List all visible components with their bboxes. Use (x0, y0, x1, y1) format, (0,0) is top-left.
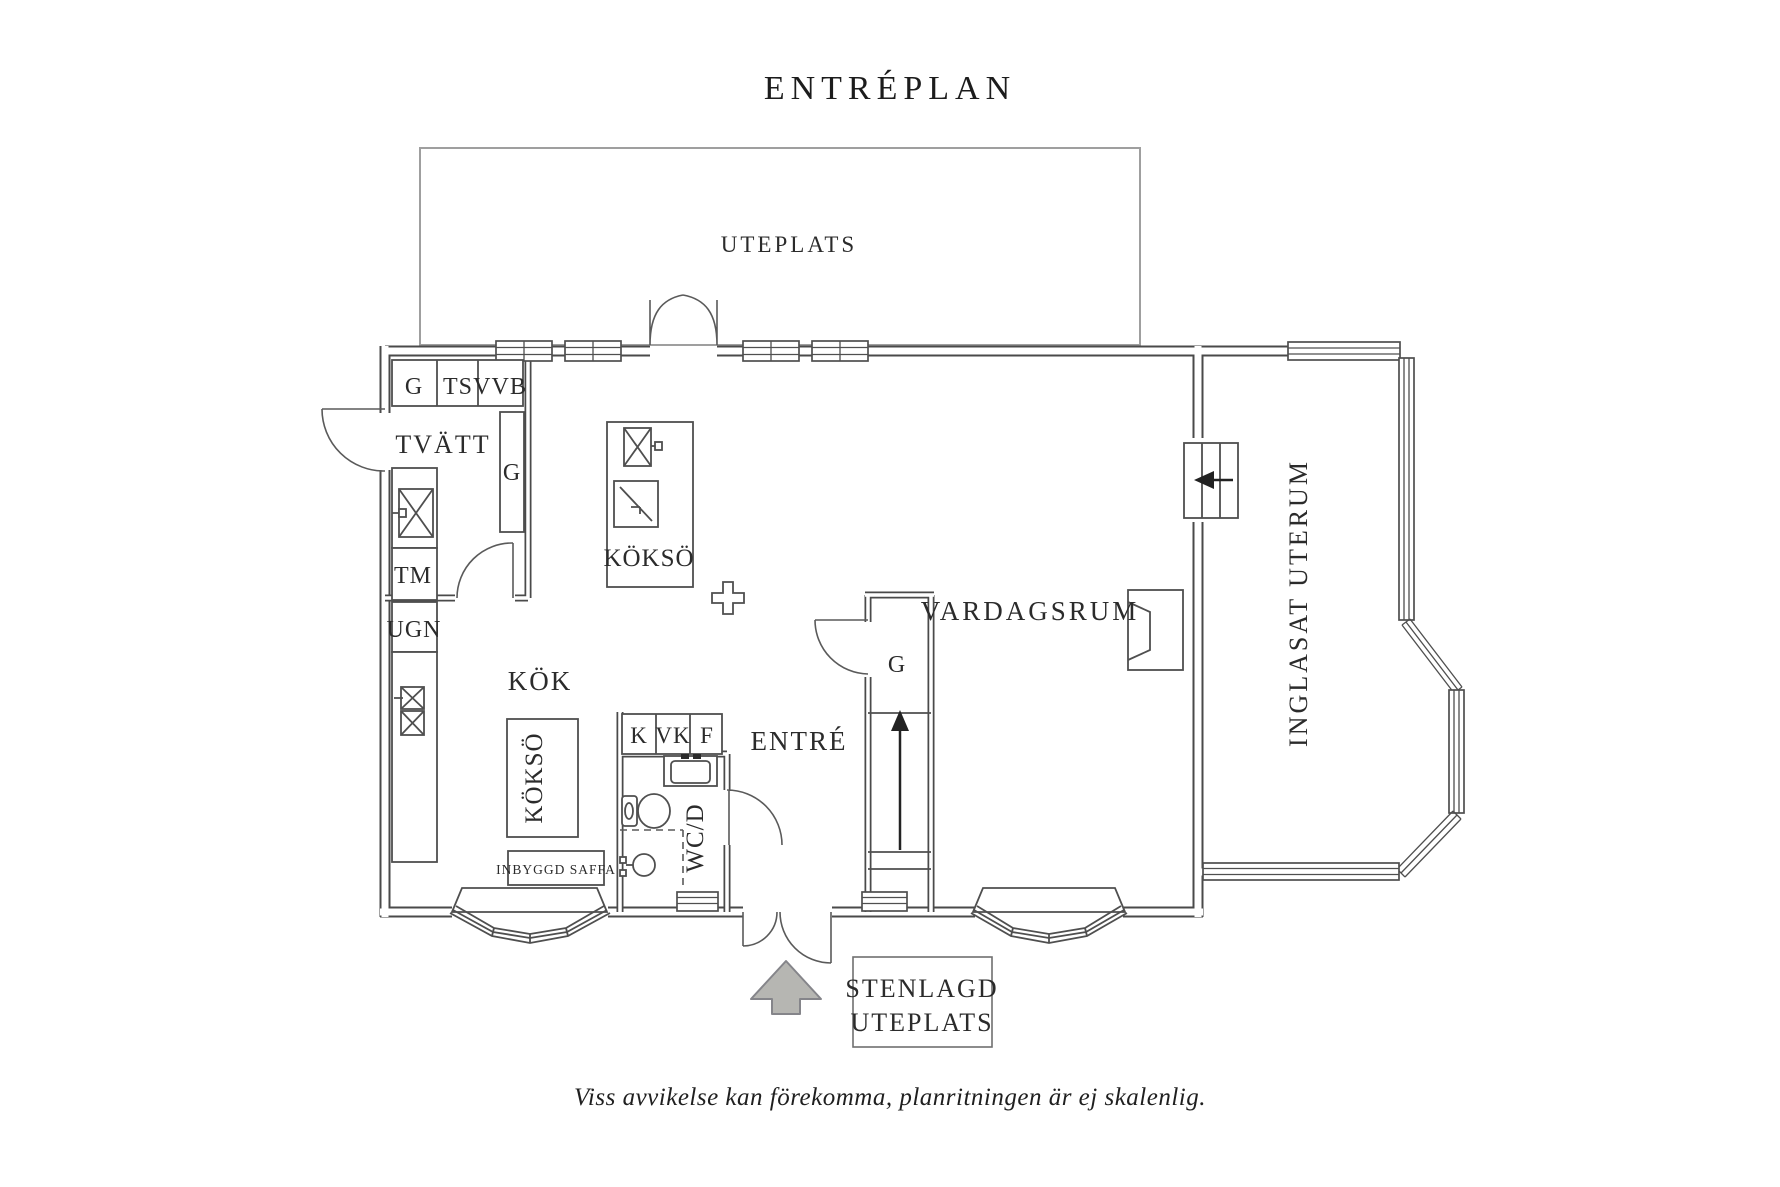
room-label-kitchen: KÖK (508, 666, 573, 696)
room-label-conservatory: INGLASAT UTERUM (1284, 459, 1313, 747)
sink-icon (400, 710, 425, 736)
room-label-living: VARDAGSRUM (921, 596, 1140, 626)
wc-fixtures (619, 754, 718, 890)
washing-machine (391, 547, 438, 601)
entrance-double-door-icon (742, 911, 832, 964)
sink-icon (392, 488, 434, 538)
washbasin-counter-icon (663, 754, 718, 787)
exterior-walls (379, 345, 1290, 918)
laundry-interior-door-icon (456, 542, 514, 599)
cabinet-label-tm: TM (394, 563, 432, 589)
washbasin-icon (632, 853, 656, 877)
cabinet-label-k: K (630, 723, 648, 748)
window-icon (676, 891, 719, 912)
window-icon (861, 891, 908, 912)
steps-down-arrow-icon (1194, 471, 1233, 489)
stone-patio-box (852, 956, 993, 1048)
sink-icon (623, 427, 663, 467)
oven (391, 601, 438, 653)
entrance-arrow-icon (750, 960, 822, 1015)
bay-window-kitchen (449, 887, 611, 944)
conservatory-window-right-upper (1398, 357, 1415, 621)
conservatory-window-angled-lower (1396, 810, 1462, 878)
stone-patio-label-1: STENLAGD (845, 974, 998, 1003)
bay-window-living (970, 887, 1128, 944)
page-title: ENTRÉPLAN (764, 70, 1016, 107)
kitchen-island-lower (506, 718, 579, 838)
toilet-icon (621, 793, 671, 829)
cabinet-label-closet: G (888, 652, 906, 678)
kitchen-island-upper (606, 421, 694, 588)
conservatory-window-angled-upper (1401, 618, 1463, 694)
cabinet-label-vvb: VVB (473, 374, 527, 400)
staircase (868, 710, 931, 870)
labels: ENTRÉPLAN UTEPLATS G TS VVB TVÄTT G TM U… (387, 70, 1314, 1111)
windows (495, 340, 1465, 912)
built-in-sofa-label: INBYGGD SAFFA (496, 862, 616, 877)
patio-double-door-icon (649, 294, 718, 346)
cabinet-label-vk: VK (655, 723, 690, 748)
wc-cabinets (621, 713, 723, 755)
patio-label: UTEPLATS (721, 232, 857, 257)
window-icon (564, 340, 622, 362)
stove-icon (613, 480, 659, 528)
chimney-cross-icon (711, 581, 745, 615)
stone-patio-label-2: UTEPLATS (850, 1008, 993, 1037)
laundry-cabinets (391, 359, 525, 601)
cabinet-label-g: G (405, 374, 423, 400)
built-in-sofa-box (507, 850, 605, 886)
cabinet-label-f: F (700, 723, 714, 748)
conservatory-window-bottom (1202, 862, 1400, 881)
disclaimer-text: Viss avvikelse kan förekomma, planritnin… (574, 1084, 1206, 1111)
window-icon (495, 340, 553, 362)
cabinet-label-wardrobe: G (503, 460, 521, 486)
room-label-wc: WC/D (682, 803, 709, 872)
conservatory-window-top (1287, 341, 1401, 361)
laundry-exterior-door-icon (321, 408, 386, 472)
kitchen-counter (391, 651, 438, 863)
conservatory-steps (1180, 438, 1242, 522)
wardrobe (499, 411, 525, 533)
closet-door-icon (814, 619, 869, 675)
cabinet-label-ugn: UGN (387, 617, 442, 643)
shower-icon (619, 829, 684, 890)
doors (321, 294, 869, 964)
room-label-laundry: TVÄTT (395, 430, 490, 459)
conservatory-window-right-lower (1448, 689, 1465, 814)
kitchen-cabinets (391, 601, 438, 863)
window-icon (811, 340, 869, 362)
island-label-lower: KÖKSÖ (521, 732, 548, 823)
room-label-entry: ENTRÉ (751, 726, 848, 756)
sink-icon (394, 686, 425, 710)
cabinet-label-ts: TS (443, 374, 473, 400)
wc-door-icon (726, 789, 783, 846)
island-label-upper: KÖKSÖ (603, 545, 694, 572)
window-icon (742, 340, 800, 362)
fireplace-icon (1127, 589, 1184, 671)
stairs-up-arrow-icon (891, 710, 909, 850)
